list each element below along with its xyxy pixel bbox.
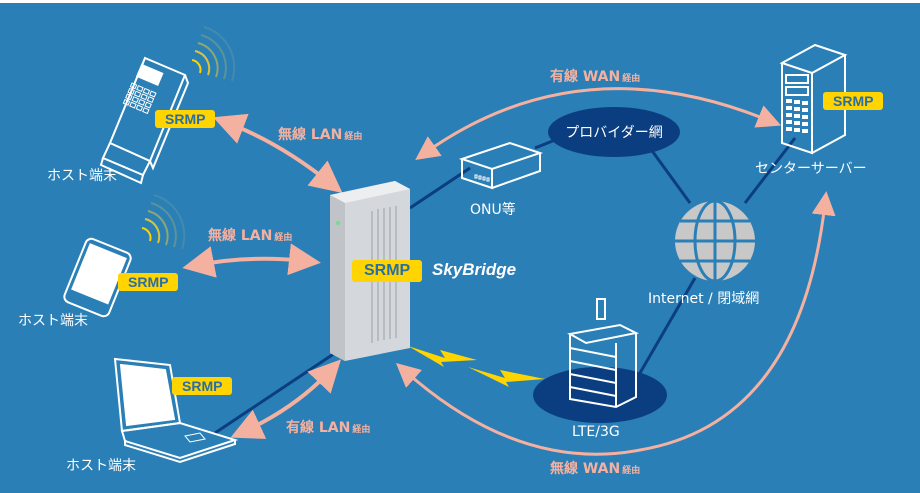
- wifi-waves-icon: [141, 194, 186, 250]
- tablet-icon: [63, 237, 132, 318]
- wireless-wan-arrow: [396, 191, 836, 456]
- connection-type: 有線 WAN: [550, 69, 621, 85]
- connection-suffix: 経由: [274, 233, 293, 243]
- lightning-icon: [408, 346, 545, 387]
- diagram-graphics: [63, 26, 848, 464]
- provider-internet-line: [648, 147, 692, 204]
- wifi-waves-icon: [191, 26, 236, 82]
- skybridge-logo: SkyBridge: [432, 260, 517, 279]
- payment-terminal-icon: [99, 56, 190, 185]
- center-server-label: センターサーバー: [755, 161, 867, 177]
- connection-suffix: 経由: [622, 74, 641, 84]
- host-terminal-label: ホスト端末: [47, 168, 117, 184]
- host-terminal-label: ホスト端末: [18, 313, 88, 329]
- host-terminal-label: ホスト端末: [66, 458, 136, 474]
- connection-arrows: [182, 87, 836, 456]
- connection-type: 無線 LAN: [278, 127, 343, 143]
- wired-lan-arrow: [230, 359, 341, 439]
- connection-type: 有線 LAN: [286, 420, 351, 436]
- connection-type: 無線 WAN: [550, 461, 621, 477]
- connection-suffix: 経由: [622, 466, 641, 476]
- globe-icon: [675, 199, 755, 283]
- wireless-lan-arrow-2: [182, 243, 321, 278]
- network-diagram: プロバイダー網 SRMP SRMP SRMP SRMP SRMP SkyBrid…: [0, 3, 920, 493]
- onu-icon: [458, 141, 544, 190]
- internet-label: Internet / 閉域網: [648, 291, 760, 307]
- wired-wan-arrow: [415, 87, 782, 160]
- srmp-badge-router: SRMP: [352, 260, 423, 282]
- srmp-badge: SRMP: [172, 377, 233, 395]
- laptop-icon: [113, 357, 239, 464]
- srmp-badge-server: SRMP: [823, 92, 884, 110]
- lte-platform: [533, 367, 667, 423]
- connection-type: 無線 LAN: [208, 228, 273, 244]
- srmp-badge: SRMP: [118, 273, 179, 291]
- provider-network: プロバイダー網: [548, 107, 680, 157]
- lte-label: LTE/3G: [572, 424, 620, 440]
- provider-network-label: プロバイダー網: [565, 125, 663, 141]
- network-lines: [214, 136, 797, 435]
- onu-label: ONU等: [470, 202, 516, 218]
- srmp-badge: SRMP: [155, 110, 216, 128]
- connection-suffix: 経由: [344, 132, 363, 142]
- wireless-lan-arrow-1: [213, 113, 343, 193]
- base-station-icon: [567, 298, 640, 409]
- server-icon: [779, 43, 848, 155]
- connection-suffix: 経由: [352, 425, 371, 435]
